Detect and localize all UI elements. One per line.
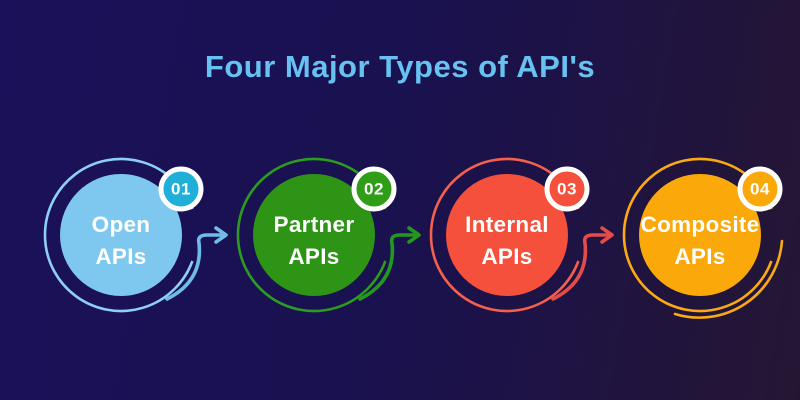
composite-ring <box>622 157 773 313</box>
partner-number-badge <box>351 166 397 212</box>
open-ring <box>43 157 194 313</box>
partner-label-line2: APIs <box>288 244 339 269</box>
composite-circle <box>639 174 761 296</box>
api-type-partner: Partner APIs 02 <box>236 157 421 313</box>
internal-ring <box>429 157 580 313</box>
open-number-badge <box>158 166 204 212</box>
arrow-right-icon <box>551 233 612 301</box>
internal-number-badge <box>544 166 590 212</box>
composite-number: 04 <box>750 180 770 199</box>
api-type-open: Open APIs 01 <box>43 157 228 313</box>
composite-label-line2: APIs <box>674 244 725 269</box>
partner-number: 02 <box>364 180 384 199</box>
api-type-composite: Composite APIs 04 <box>622 157 784 319</box>
arrowhead-icon <box>407 226 421 244</box>
arrowhead-icon <box>600 226 614 244</box>
open-label-line2: APIs <box>95 244 146 269</box>
internal-number: 03 <box>557 180 577 199</box>
open-label-line1: Open <box>92 212 151 237</box>
arrow-right-icon <box>358 233 419 301</box>
open-circle <box>60 174 182 296</box>
internal-label-line1: Internal <box>465 212 549 237</box>
composite-tail-swoosh <box>673 239 784 319</box>
arrow-right-icon <box>165 233 226 301</box>
internal-circle <box>446 174 568 296</box>
internal-label-line2: APIs <box>481 244 532 269</box>
partner-ring <box>236 157 387 313</box>
partner-label-line1: Partner <box>274 212 355 237</box>
composite-label-line1: Composite <box>641 212 760 237</box>
composite-number-badge <box>737 166 783 212</box>
api-type-internal: Internal APIs 03 <box>429 157 614 313</box>
partner-circle <box>253 174 375 296</box>
open-number: 01 <box>171 180 191 199</box>
arrowhead-icon <box>214 226 228 244</box>
page-title: Four Major Types of API's <box>205 49 595 84</box>
